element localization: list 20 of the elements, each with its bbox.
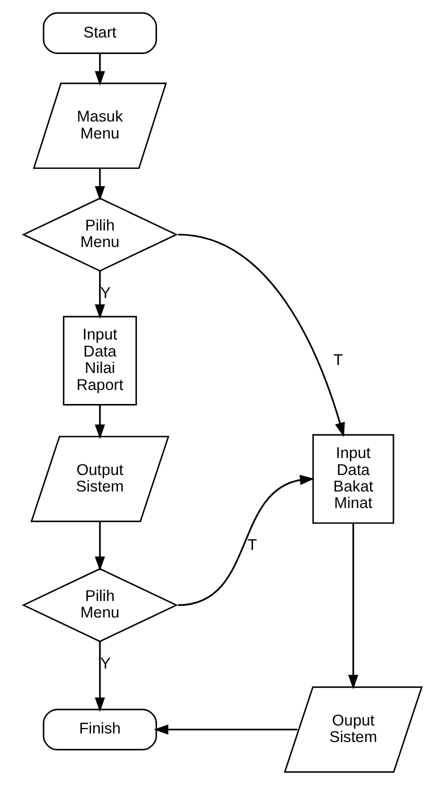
arrow: [94, 53, 104, 86]
edge-label: Y: [100, 655, 110, 672]
arrow: [177, 474, 314, 606]
node-diamond: Pilih Menu: [21, 198, 178, 272]
arrow: [94, 270, 104, 319]
arrow: [94, 522, 104, 572]
arrow: [94, 405, 104, 440]
node-box: Start: [42, 12, 156, 54]
arrow: [94, 168, 104, 201]
edge-label: T: [332, 352, 342, 369]
arrow: [94, 642, 104, 712]
node-box: Input Data Bakat Minat: [312, 434, 394, 524]
edge-label: T: [246, 537, 257, 554]
node-box: Finish: [42, 708, 156, 750]
edge-label: Y: [100, 284, 110, 302]
arrow: [153, 724, 297, 735]
arrow: [348, 523, 358, 690]
node-box: Input Data Nilai Raport: [62, 316, 136, 406]
arrow: [177, 234, 344, 438]
node-diamond: Pilih Menu: [21, 568, 178, 642]
